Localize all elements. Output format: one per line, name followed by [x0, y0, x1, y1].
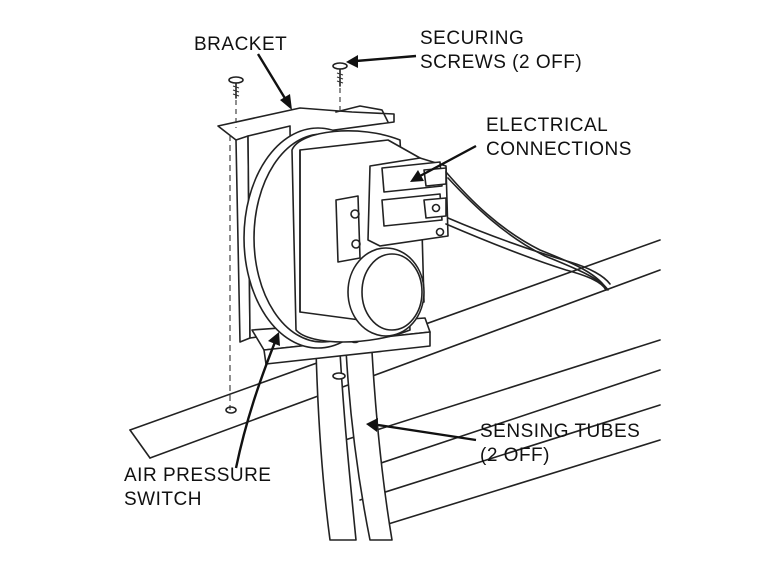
label-air-pressure-switch-line-1: AIR PRESSURE — [124, 465, 272, 486]
label-electrical-connections-line-1: ELECTRICAL — [486, 115, 609, 136]
leader-electrical-connections — [419, 144, 477, 178]
securing-screw-left — [228, 76, 244, 128]
securing-screws — [228, 62, 348, 128]
electrical-connections — [367, 157, 611, 291]
leader-bracket — [256, 53, 288, 101]
leader-securing-screws — [355, 54, 417, 63]
label-securing-screws: SECURING SCREWS (2 OFF) — [420, 27, 582, 75]
leader-arrows — [234, 53, 477, 469]
label-bracket: BRACKET — [194, 34, 288, 55]
leader-sensing-tubes — [377, 423, 477, 442]
label-sensing-tubes-line-2: (2 OFF) — [480, 445, 550, 466]
label-sensing-tubes: SENSING TUBES (2 OFF) — [480, 420, 640, 468]
label-electrical-connections-line-2: CONNECTIONS — [486, 139, 632, 160]
label-sensing-tubes-line-1: SENSING TUBES — [480, 421, 641, 442]
leader-air-pressure-switch — [234, 341, 277, 469]
pressure-port — [347, 247, 425, 337]
sensing-tubes — [315, 349, 393, 541]
label-securing-screws-line-1: SECURING — [420, 28, 525, 49]
label-air-pressure-switch: AIR PRESSURE SWITCH — [124, 464, 271, 512]
label-securing-screws-line-2: SCREWS (2 OFF) — [420, 52, 583, 73]
label-air-pressure-switch-line-2: SWITCH — [124, 489, 202, 510]
securing-screw-right — [332, 62, 348, 110]
label-electrical-connections: ELECTRICAL CONNECTIONS — [486, 114, 632, 162]
